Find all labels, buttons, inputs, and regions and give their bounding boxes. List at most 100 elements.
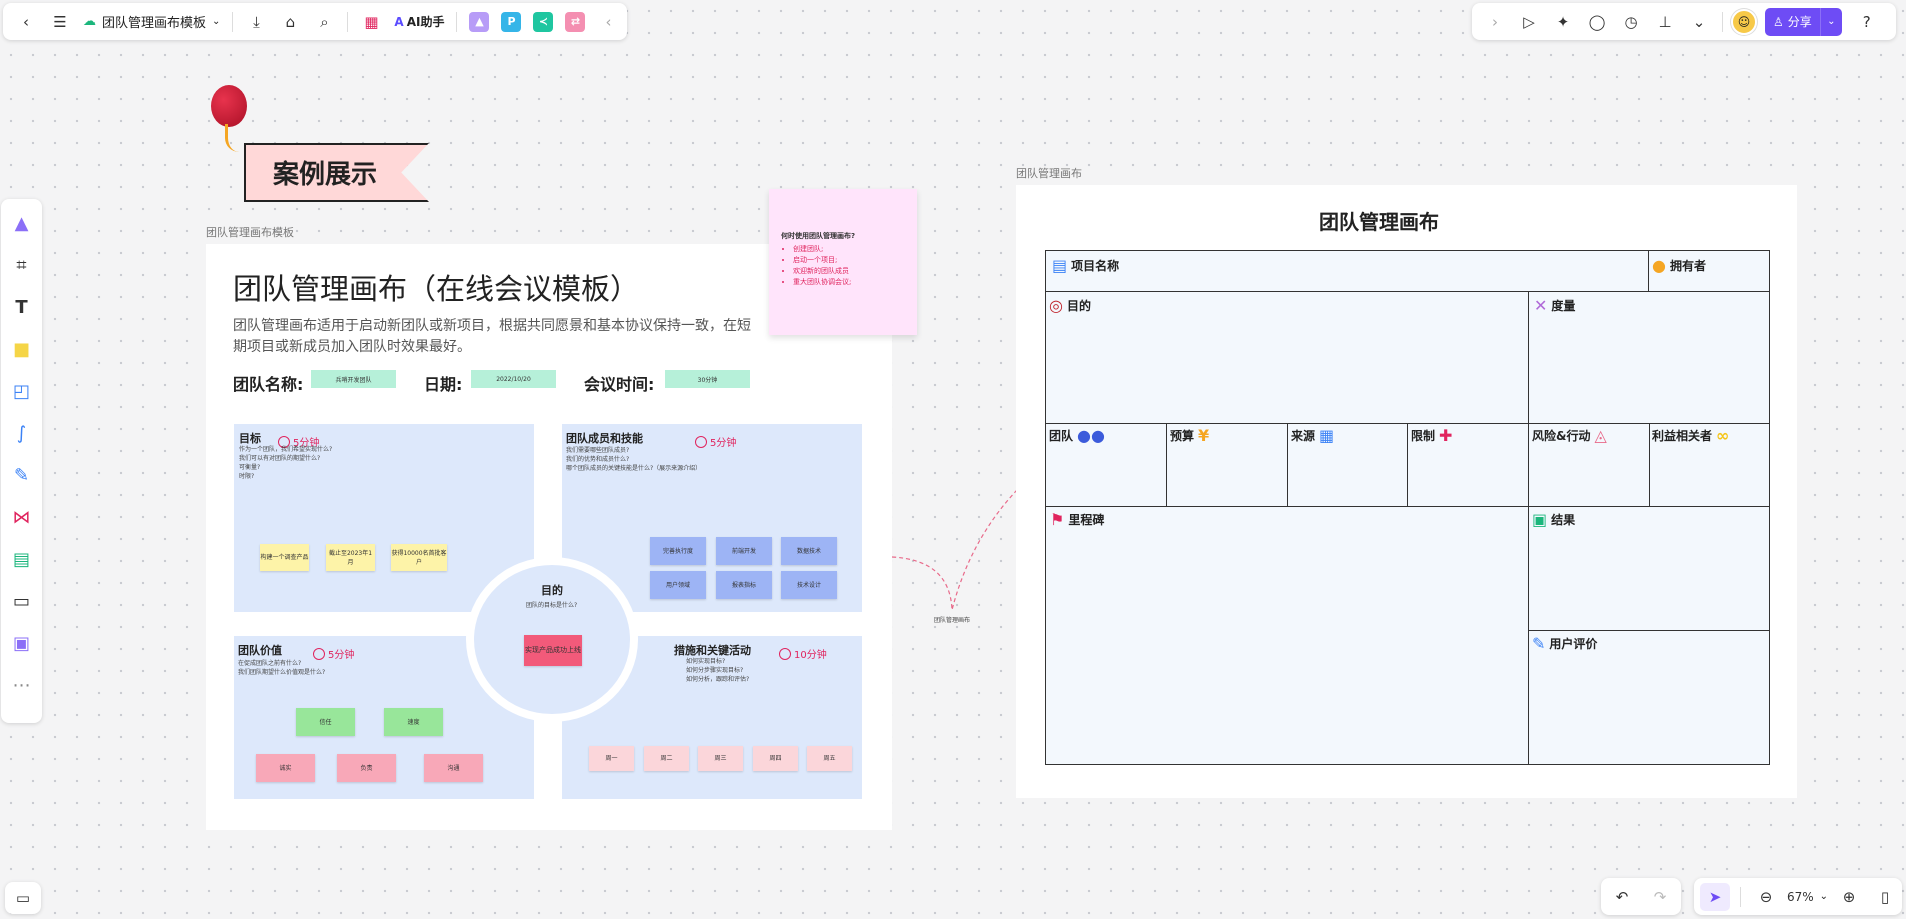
zoom-out-icon[interactable]: ⊖ xyxy=(1759,887,1773,906)
zoom-level[interactable]: 67% xyxy=(1787,889,1814,904)
actions-timer[interactable]: 10分钟 xyxy=(779,646,827,661)
undo-icon[interactable]: ↶ xyxy=(1615,887,1629,906)
purpose-note[interactable]: 实现产品成功上线 xyxy=(524,635,582,666)
values-note[interactable]: 信任 xyxy=(296,708,355,736)
zoom-in-icon[interactable]: ⊕ xyxy=(1842,887,1856,906)
flow-app-icon[interactable]: ⇄ xyxy=(565,11,586,32)
frame2-label[interactable]: 团队管理画布 xyxy=(1016,167,1082,180)
values-note[interactable]: 速度 xyxy=(384,708,443,736)
limit-cell[interactable] xyxy=(1407,423,1529,507)
calendar-icon[interactable]: ▦ xyxy=(364,12,379,31)
skills-note[interactable]: 前端开发 xyxy=(716,537,772,565)
purpose-cell[interactable] xyxy=(1045,291,1529,424)
values-question: 在促成团队之前有什么? xyxy=(238,660,302,667)
review-cell[interactable] xyxy=(1528,630,1770,765)
team-label-text: 团队 xyxy=(1049,429,1074,443)
actions-note[interactable]: 周一 xyxy=(589,746,634,771)
team-cell[interactable] xyxy=(1045,423,1167,507)
goal-timer[interactable]: 5分钟 xyxy=(278,434,319,449)
team-name-field[interactable]: 兵哨开发团队 xyxy=(311,370,396,388)
sticky-note-icon[interactable]: ■ xyxy=(12,338,30,360)
user-avatar[interactable]: ☺ xyxy=(1731,8,1757,35)
download-icon[interactable]: ⤓ xyxy=(253,12,260,31)
vote-icon[interactable]: ⊥ xyxy=(1658,12,1672,31)
table-icon[interactable]: ▤ xyxy=(12,548,30,570)
more-icon[interactable]: ⋯ xyxy=(12,674,31,696)
frame1-label[interactable]: 团队管理画布模板 xyxy=(206,226,294,239)
collapse-left-icon[interactable]: ‹ xyxy=(605,12,612,31)
skills-timer[interactable]: 5分钟 xyxy=(695,434,736,449)
search-icon[interactable]: ⌕ xyxy=(320,12,329,31)
image-app-icon[interactable]: ▲ xyxy=(469,11,490,32)
frame-icon[interactable]: ⌗ xyxy=(16,254,27,276)
values-timer[interactable]: 5分钟 xyxy=(313,646,354,661)
project-cell[interactable] xyxy=(1045,250,1649,292)
text-block-icon[interactable]: ▭ xyxy=(12,590,30,612)
skills-note[interactable]: 用户领域 xyxy=(650,571,706,599)
values-note[interactable]: 沟通 xyxy=(424,754,483,782)
template-icon[interactable]: ▲ xyxy=(14,212,29,234)
component-icon[interactable]: ▣ xyxy=(12,632,30,654)
date-field[interactable]: 2022/10/20 xyxy=(471,370,556,388)
clock-icon xyxy=(779,647,791,660)
values-note[interactable]: 负责 xyxy=(337,754,396,782)
source-cell[interactable] xyxy=(1287,423,1408,507)
values-note[interactable]: 诚实 xyxy=(256,754,315,782)
meeting-time-field[interactable]: 30分钟 xyxy=(665,370,750,388)
date-label: 日期: xyxy=(424,375,463,394)
celebrate-icon[interactable]: ✦ xyxy=(1556,12,1570,31)
actions-note[interactable]: 周四 xyxy=(753,746,798,771)
minimap-icon[interactable]: ▭ xyxy=(15,889,31,907)
goal-note[interactable]: 截止至2023年1月 xyxy=(326,544,375,571)
shape-icon[interactable]: ◰ xyxy=(12,380,30,402)
skills-note[interactable]: 完善执行度 xyxy=(650,537,706,565)
connector-icon[interactable]: ∫ xyxy=(16,422,27,444)
connector-label[interactable]: 团队管理画布 xyxy=(934,617,971,624)
usage-sticky-note[interactable]: 何时使用团队管理画布? 创建团队; 启动一个项目; 欢迎新的团队成员 重大团队协… xyxy=(769,189,917,335)
ai-assistant-button[interactable]: A AI助手 xyxy=(390,13,448,30)
sticky-item: 重大团队协调会议; xyxy=(793,277,905,288)
expand-right-icon[interactable]: › xyxy=(1492,12,1498,31)
back-icon[interactable]: ‹ xyxy=(23,12,29,31)
timer-icon[interactable]: ◷ xyxy=(1624,12,1638,31)
help-icon[interactable]: ? xyxy=(1862,12,1871,31)
more-down-icon[interactable]: ⌄ xyxy=(1692,12,1706,31)
skills-note[interactable]: 技术设计 xyxy=(781,571,837,599)
owner-cell[interactable] xyxy=(1648,250,1770,292)
comment-icon[interactable]: ◯ xyxy=(1588,12,1606,31)
goal-quadrant[interactable] xyxy=(234,424,534,612)
text-icon[interactable]: T xyxy=(15,296,28,318)
skills-note[interactable]: 报表指标 xyxy=(716,571,772,599)
mindmap-icon[interactable]: ⋈ xyxy=(12,506,31,528)
book-icon[interactable]: ▯ xyxy=(1880,887,1890,906)
goal-note[interactable]: 获得10000名首批客户 xyxy=(391,544,447,571)
case-banner[interactable]: 案例展示 xyxy=(244,143,429,202)
share-dropdown-button[interactable]: ⌄ xyxy=(1819,7,1842,36)
share-button[interactable]: ♙ 分享 xyxy=(1765,7,1820,36)
actions-note[interactable]: 周五 xyxy=(807,746,852,771)
result-cell[interactable] xyxy=(1528,506,1770,631)
skills-note[interactable]: 数据技术 xyxy=(781,537,837,565)
balloon-icon xyxy=(211,85,247,127)
zoom-chevron-icon[interactable]: ⌄ xyxy=(1819,891,1829,902)
menu-icon[interactable]: ☰ xyxy=(53,12,67,31)
pin-icon: ✚ xyxy=(1439,426,1453,445)
actions-note[interactable]: 周二 xyxy=(644,746,689,771)
goal-note[interactable]: 构建一个调查产品 xyxy=(260,544,309,571)
tag-icon[interactable]: ⌂ xyxy=(285,12,296,31)
divider xyxy=(347,11,349,32)
actions-note[interactable]: 周三 xyxy=(698,746,743,771)
pen-icon[interactable]: ✎ xyxy=(13,464,30,486)
mindmap-app-icon[interactable]: ≺ xyxy=(533,11,554,32)
team-label: 团队 ●● xyxy=(1049,426,1105,445)
doc-title-button[interactable]: ☁ 团队管理画布模板 ⌄ xyxy=(79,12,224,31)
present-icon[interactable]: ▷ xyxy=(1523,12,1535,31)
redo-icon[interactable]: ↷ xyxy=(1653,887,1667,906)
dashed-connector[interactable] xyxy=(890,480,1020,620)
cursor-icon[interactable]: ➤ xyxy=(1700,882,1730,911)
milestone-cell[interactable] xyxy=(1045,506,1529,765)
values-questions: 在促成团队之前有什么? 我们团队期望什么价值观是什么? xyxy=(238,659,388,677)
risk-cell[interactable] xyxy=(1528,423,1650,507)
p-app-icon[interactable]: P xyxy=(501,11,522,32)
measure-cell[interactable] xyxy=(1528,291,1770,424)
